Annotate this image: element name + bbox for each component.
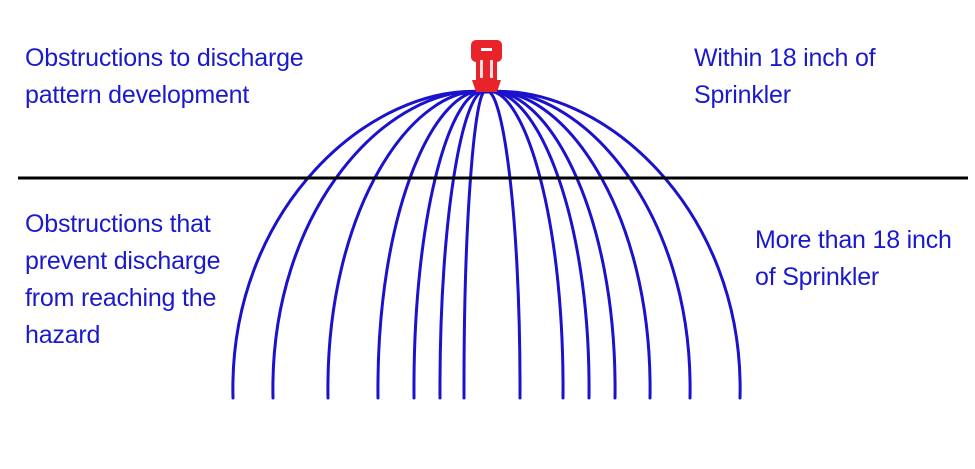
discharge-arc-1 [231, 89, 488, 400]
discharge-arc-10 [484, 90, 591, 400]
discharge-arc-9 [484, 90, 565, 400]
discharge-arc-3 [326, 89, 488, 400]
label-obstructions-prevent-discharge: Obstructions that prevent discharge from… [25, 210, 221, 349]
discharge-arc-14 [484, 89, 742, 400]
label-within-18-inch: Within 18 inch of Sprinkler [694, 44, 876, 109]
label-more-than-18-inch: More than 18 inch of Sprinkler [755, 226, 952, 291]
discharge-pattern [231, 89, 742, 400]
discharge-arc-2 [271, 89, 488, 400]
label-obstructions-discharge-pattern: Obstructions to discharge pattern develo… [25, 44, 304, 109]
discharge-arc-13 [484, 89, 692, 400]
discharge-arc-12 [484, 89, 652, 400]
discharge-arc-6 [438, 90, 488, 400]
sprinkler-head-icon [471, 40, 502, 92]
discharge-arc-5 [412, 90, 488, 400]
discharge-arc-11 [484, 90, 617, 400]
discharge-arc-8 [484, 90, 522, 400]
discharge-arc-7 [462, 90, 488, 400]
discharge-arc-4 [376, 90, 488, 400]
